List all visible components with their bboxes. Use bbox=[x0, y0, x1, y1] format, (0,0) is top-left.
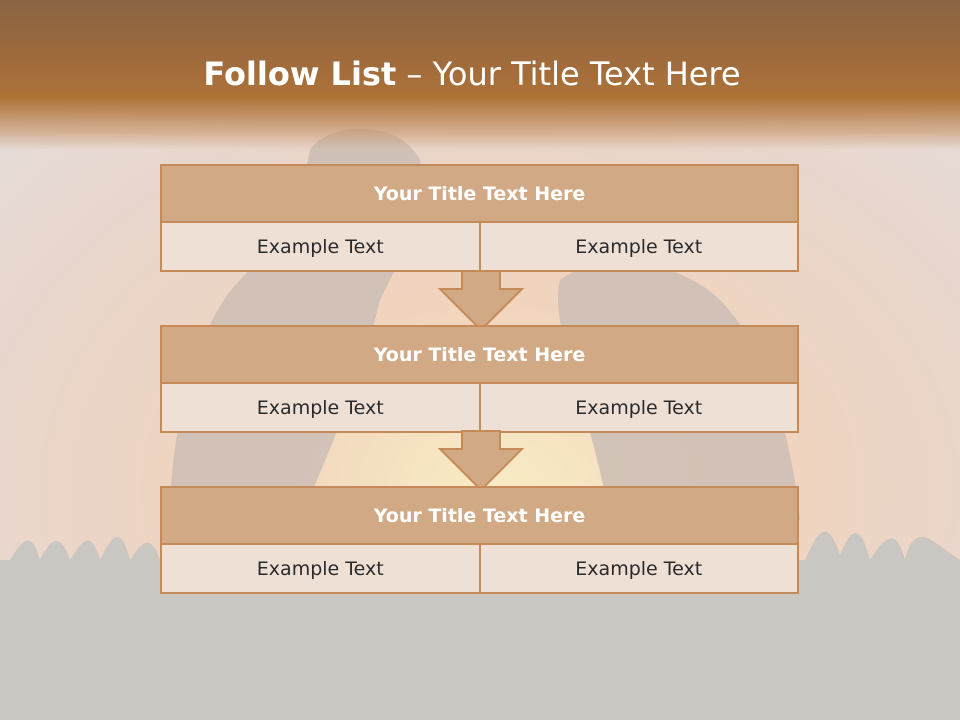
slide-title-rest: – Your Title Text Here bbox=[406, 55, 741, 93]
list-block-1: Your Title Text Here Example Text Exampl… bbox=[160, 164, 799, 272]
block-cell-left: Example Text bbox=[162, 384, 479, 431]
block-row: Example Text Example Text bbox=[162, 384, 797, 431]
list-block-3: Your Title Text Here Example Text Exampl… bbox=[160, 486, 799, 594]
block-cell-left: Example Text bbox=[162, 545, 479, 592]
slide-title-bold: Follow List bbox=[203, 55, 397, 93]
block-cell-right: Example Text bbox=[480, 223, 797, 270]
block-cell-right: Example Text bbox=[480, 545, 797, 592]
slide-title: Follow List – Your Title Text Here bbox=[0, 55, 944, 93]
block-title: Your Title Text Here bbox=[162, 327, 797, 382]
down-arrow-icon bbox=[438, 270, 524, 332]
block-cell-right: Example Text bbox=[480, 384, 797, 431]
title-bar bbox=[0, 0, 960, 150]
block-title: Your Title Text Here bbox=[162, 166, 797, 221]
block-row: Example Text Example Text bbox=[162, 223, 797, 270]
block-cell-left: Example Text bbox=[162, 223, 479, 270]
down-arrow-icon bbox=[438, 430, 524, 492]
block-row: Example Text Example Text bbox=[162, 545, 797, 592]
block-title: Your Title Text Here bbox=[162, 488, 797, 543]
list-block-2: Your Title Text Here Example Text Exampl… bbox=[160, 325, 799, 433]
